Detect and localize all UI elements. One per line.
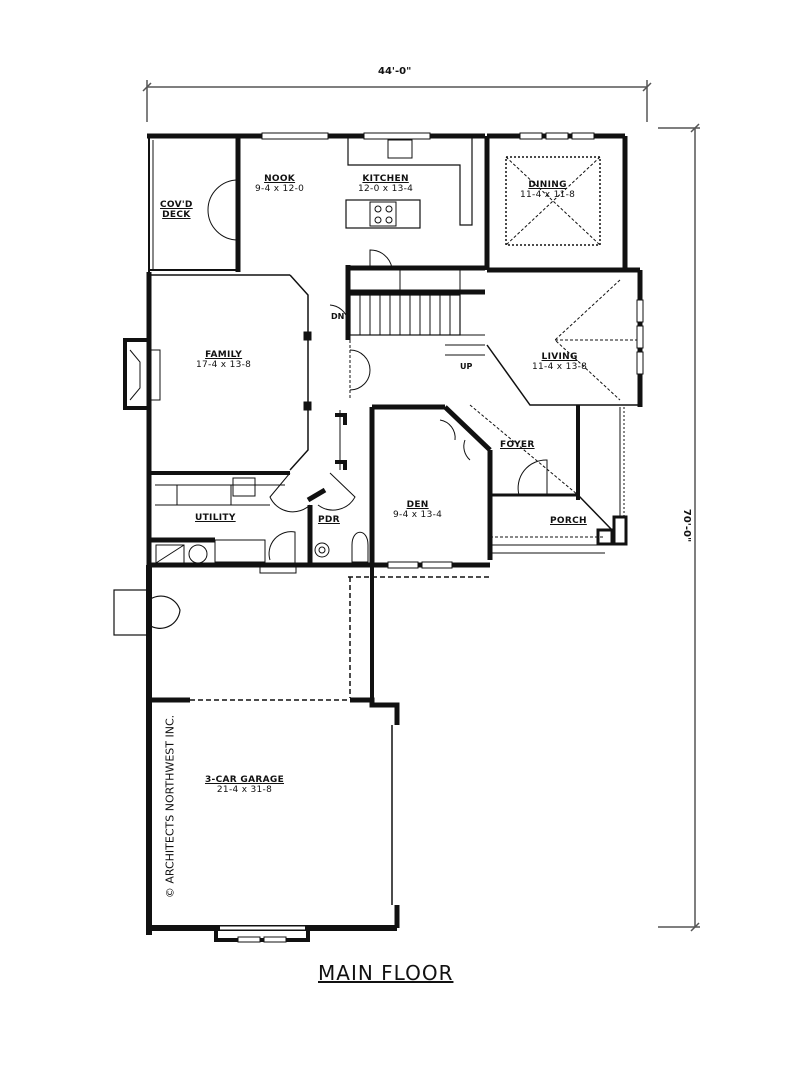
room-name: DEN <box>406 500 429 510</box>
plan-title: MAIN FLOOR <box>318 961 454 985</box>
architect-credit: © ARCHITECTS NORTHWEST INC. <box>163 714 177 899</box>
room-name: 3-CAR GARAGE <box>205 775 285 785</box>
room-living: LIVING 11-4 x 13-8 <box>532 352 587 372</box>
overall-width-dimension: 44'-0" <box>378 66 412 77</box>
room-utility: UTILITY <box>195 513 236 523</box>
room-name: PDR <box>318 515 340 525</box>
stair-up-label: UP <box>460 362 473 371</box>
room-name: KITCHEN <box>362 174 409 184</box>
room-garage: 3-CAR GARAGE 21-4 x 31-8 <box>205 775 284 795</box>
room-dining: DINING 11-4 x 11-8 <box>520 180 575 200</box>
room-den: DEN 9-4 x 13-4 <box>393 500 442 520</box>
room-dimensions: 11-4 x 13-8 <box>532 362 588 372</box>
overall-depth-dimension: 70'-0" <box>681 508 693 543</box>
room-name: FOYER <box>500 440 535 450</box>
room-name: FAMILY <box>205 350 243 360</box>
room-pdr: PDR <box>318 515 340 525</box>
room-kitchen: KITCHEN 12-0 x 13-4 <box>358 174 413 194</box>
room-name: DINING <box>528 180 567 190</box>
room-dimensions: 21-4 x 31-8 <box>216 785 273 795</box>
stair-down-label: DN <box>331 312 345 321</box>
room-dimensions: 9-4 x 13-4 <box>393 510 443 520</box>
room-dimensions: 17-4 x 13-8 <box>196 360 252 370</box>
room-name: DECK <box>162 210 191 220</box>
room-name: COV'D <box>160 200 193 210</box>
room-family: FAMILY 17-4 x 13-8 <box>196 350 251 370</box>
room-nook: NOOK 9-4 x 12-0 <box>255 174 304 194</box>
room-dimensions: 11-4 x 11-8 <box>520 190 576 200</box>
room-dimensions: 9-4 x 12-0 <box>255 184 305 194</box>
room-covd-deck: COV'D DECK <box>160 200 193 220</box>
walls <box>113 132 644 943</box>
room-name: LIVING <box>541 352 578 362</box>
room-porch: PORCH <box>550 516 587 526</box>
room-name: NOOK <box>264 174 296 184</box>
dimension-lines <box>142 80 700 932</box>
room-foyer: FOYER <box>500 440 535 450</box>
room-name: PORCH <box>550 516 587 526</box>
room-name: UTILITY <box>195 513 236 523</box>
room-dimensions: 12-0 x 13-4 <box>358 184 414 194</box>
